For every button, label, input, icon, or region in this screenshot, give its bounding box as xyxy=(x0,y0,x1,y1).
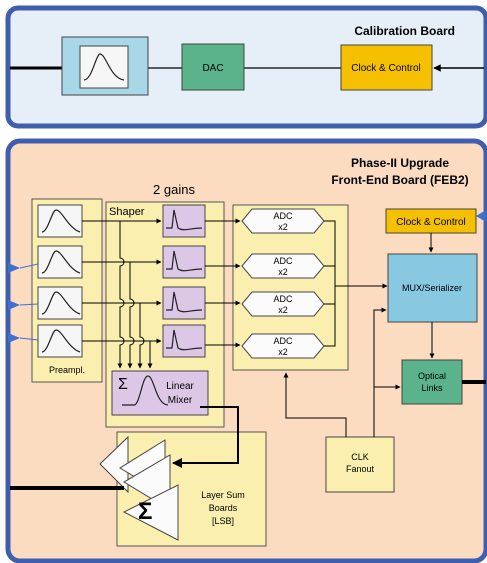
preamp-box-2 xyxy=(37,245,83,279)
preamp-4 xyxy=(37,324,83,358)
lsb-label-line2: Boards xyxy=(209,503,238,513)
optical-label-line1: Optical xyxy=(418,371,446,381)
gains-label: 2 gains xyxy=(153,182,195,197)
clk-fanout-lines xyxy=(283,307,401,437)
input-arrow-2 xyxy=(8,300,20,310)
linear-mixer-sigma: Σ xyxy=(118,376,128,393)
adc-3-line2: x2 xyxy=(278,305,288,315)
calibration-board-title: Calibration Board xyxy=(354,24,455,38)
preamp-box-3 xyxy=(37,286,83,320)
shaper-label: Shaper xyxy=(109,206,145,218)
lsb-label-line3: [LSB] xyxy=(212,516,234,526)
adc-2-line2: x2 xyxy=(278,267,288,277)
preamp-1 xyxy=(37,204,83,238)
adc-4-line2: x2 xyxy=(278,347,288,357)
input-line-2 xyxy=(19,263,39,269)
adc-2: ADC x2 xyxy=(241,253,325,279)
preamp-pulse-icon-2 xyxy=(41,250,81,274)
shaper-box-1 xyxy=(162,204,206,238)
adc-1-line1: ADC xyxy=(273,211,293,221)
clk-fanout-line1: CLK xyxy=(351,452,369,462)
feb2-title-line1: Phase-II Upgrade xyxy=(351,156,449,170)
feb2-clock-label: Clock & Control xyxy=(396,217,465,228)
mixer-feed-lines xyxy=(117,221,153,369)
mixer-to-lsb-line xyxy=(172,406,239,468)
shaper-2 xyxy=(162,245,206,279)
calib-pulse-icon xyxy=(83,53,125,81)
preamp-3 xyxy=(37,286,83,320)
shaper-3 xyxy=(162,286,206,320)
adc-4-line1: ADC xyxy=(273,336,293,346)
shaper-box-4 xyxy=(162,324,206,358)
shaper-pulse-icon-1 xyxy=(166,209,203,231)
adc-1: ADC x2 xyxy=(241,208,325,234)
feb2-clock-box xyxy=(385,208,477,234)
shaper-box-2 xyxy=(162,245,206,279)
input-line-3 xyxy=(19,303,39,306)
lsb-triangle-2 xyxy=(122,484,179,541)
mux-box xyxy=(387,253,478,323)
feb2-title-line2: Front-End Board (FEB2) xyxy=(331,173,468,187)
mux-label: MUX/Serializer xyxy=(402,283,462,293)
adc-4: ADC x2 xyxy=(241,333,325,359)
input-arrow-3 xyxy=(8,333,20,343)
clk-fanout-line2: Fanout xyxy=(346,464,375,474)
shaper-4 xyxy=(162,324,206,358)
lsb-label-line1: Layer Sum xyxy=(201,490,245,500)
mixer-pulse-icon xyxy=(122,375,169,406)
adc-3: ADC x2 xyxy=(241,291,325,317)
preamp-2 xyxy=(37,245,83,279)
calib-clock-label: Clock & Control xyxy=(351,63,420,74)
shaper-box-3 xyxy=(162,286,206,320)
shaper-pulse-icon-4 xyxy=(166,329,203,351)
optical-label-line2: Links xyxy=(421,383,443,393)
preamp-box-1 xyxy=(37,204,83,238)
adc-output-bus xyxy=(324,220,388,347)
preamp-pulse-icon-4 xyxy=(41,329,81,353)
shaper-pulse-icon-2 xyxy=(166,250,203,272)
preamp-label: Preampl. xyxy=(49,365,85,375)
shaper-pulse-icon-3 xyxy=(166,291,203,313)
linear-mixer-box xyxy=(111,370,209,416)
calib-dac-box xyxy=(181,43,245,91)
preamp-box-4 xyxy=(37,324,83,358)
optical-links-box xyxy=(401,359,463,405)
calib-clock-box xyxy=(340,44,433,91)
adc-2-line1: ADC xyxy=(273,256,293,266)
feb2-board: Phase-II Upgrade Front-End Board (FEB2) … xyxy=(5,138,487,563)
linear-mixer-label-line2: Mixer xyxy=(168,395,193,406)
calib-pulse-inner xyxy=(79,45,129,89)
feb2-clock-input-arrow xyxy=(476,210,486,222)
input-arrow-1 xyxy=(8,263,20,273)
input-line-4 xyxy=(19,337,39,341)
linear-mixer-label-line1: Linear xyxy=(166,381,194,392)
shaper-1 xyxy=(162,204,206,238)
clk-fanout-box xyxy=(325,436,395,493)
calibration-board: Calibration Board DAC Clock & Control xyxy=(5,5,487,129)
adc-1-line2: x2 xyxy=(278,222,288,232)
preamp-pulse-icon-3 xyxy=(41,291,81,315)
lsb-sigma: Σ xyxy=(138,498,152,525)
preamp-pulse-icon-1 xyxy=(41,209,81,233)
adc-3-line1: ADC xyxy=(273,294,293,304)
lsb-summers: Σ xyxy=(99,435,179,541)
calib-dac-label: DAC xyxy=(202,63,223,74)
